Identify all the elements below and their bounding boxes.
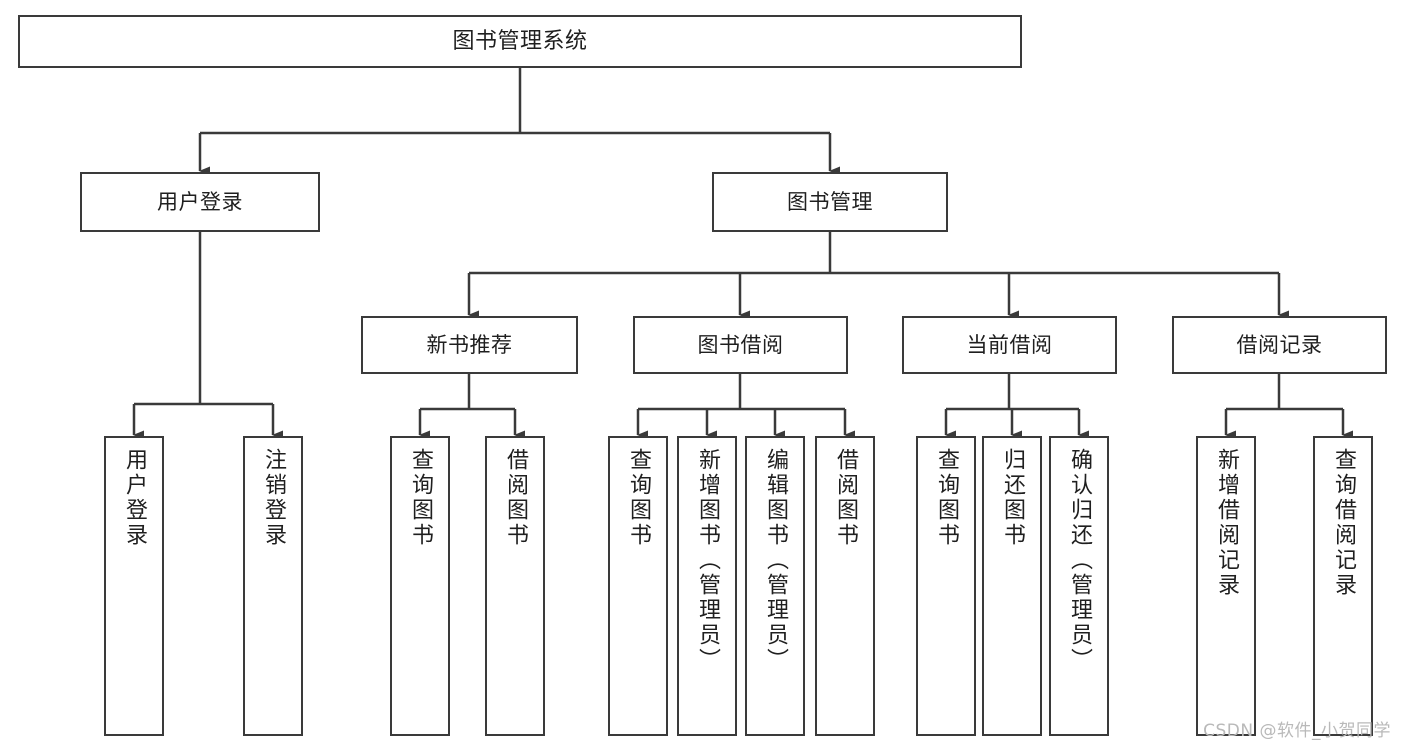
node-label: 用户登录 [157,189,243,214]
node-label: 编辑图书（管理员） [763,448,788,673]
node-label: 新书推荐 [426,332,513,357]
node-leaf-user-login: 用户登录 [104,436,164,736]
csdn-watermark: CSDN @软件_小贺同学 [1203,721,1391,741]
node-new-book-recommend: 新书推荐 [361,316,578,374]
node-label: 查询图书 [408,448,433,548]
node-leaf-current-query-book: 查询图书 [916,436,976,736]
node-label: 图书借阅 [697,332,784,357]
node-label: 借阅记录 [1236,332,1323,357]
node-label: 确认归还（管理员） [1067,448,1092,673]
node-label: 新增图书（管理员） [695,448,720,673]
node-leaf-current-return-book: 归还图书 [982,436,1042,736]
node-leaf-user-logout: 注销登录 [243,436,303,736]
node-label: 查询图书 [626,448,651,548]
node-label: 归还图书 [1000,448,1025,548]
node-leaf-record-query-record: 查询借阅记录 [1313,436,1373,736]
node-leaf-borrow-edit-book: 编辑图书（管理员） [745,436,805,736]
node-label: 当前借阅 [966,332,1053,357]
node-root: 图书管理系统 [18,15,1022,68]
node-leaf-current-confirm-return: 确认归还（管理员） [1049,436,1109,736]
node-label: 查询图书 [934,448,959,548]
node-user-login: 用户登录 [80,172,320,232]
node-leaf-borrow-add-book: 新增图书（管理员） [677,436,737,736]
node-label: 图书管理系统 [452,28,588,54]
node-current-borrow: 当前借阅 [902,316,1117,374]
node-label: 新增借阅记录 [1214,448,1239,598]
node-label: 借阅图书 [503,448,528,548]
node-book-borrow: 图书借阅 [633,316,848,374]
node-label: 用户登录 [122,448,147,548]
node-leaf-record-add-record: 新增借阅记录 [1196,436,1256,736]
node-leaf-recommend-borrow-book: 借阅图书 [485,436,545,736]
node-label: 图书管理 [787,189,873,214]
node-borrow-record: 借阅记录 [1172,316,1387,374]
node-leaf-recommend-query-book: 查询图书 [390,436,450,736]
node-label: 查询借阅记录 [1331,448,1356,598]
node-label: 注销登录 [261,448,286,548]
node-label: 借阅图书 [833,448,858,548]
node-book-management: 图书管理 [712,172,948,232]
node-leaf-borrow-borrow-book: 借阅图书 [815,436,875,736]
node-leaf-borrow-query-book: 查询图书 [608,436,668,736]
